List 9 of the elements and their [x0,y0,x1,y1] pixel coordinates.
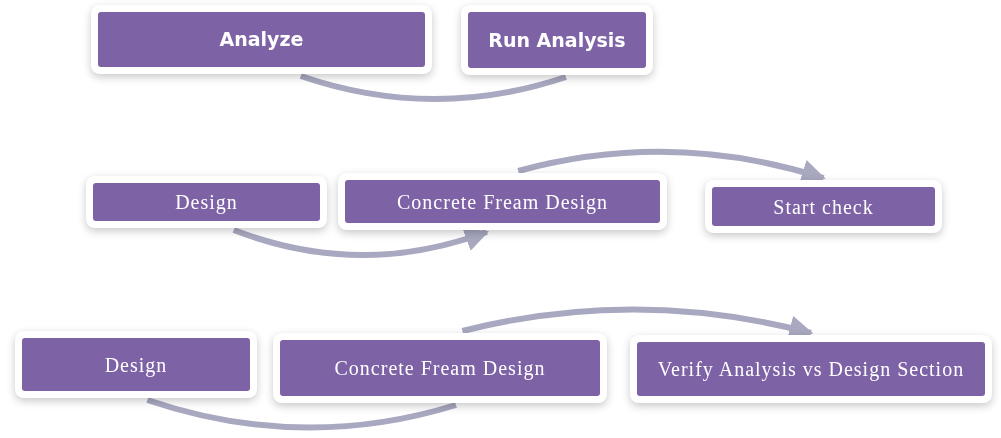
box-label: Design [175,191,238,213]
curved-arrow [232,227,489,258]
box-label: Verify Analysis vs Design Section [657,358,965,380]
box-label: Design [104,353,168,376]
box-label: Analyze [219,29,304,50]
box-label: Concrete Fream Design [334,357,546,379]
box-label: Run Analysis [488,29,626,51]
box-label: Concrete Fream Design [397,190,608,213]
box-label: Start check [773,195,874,218]
